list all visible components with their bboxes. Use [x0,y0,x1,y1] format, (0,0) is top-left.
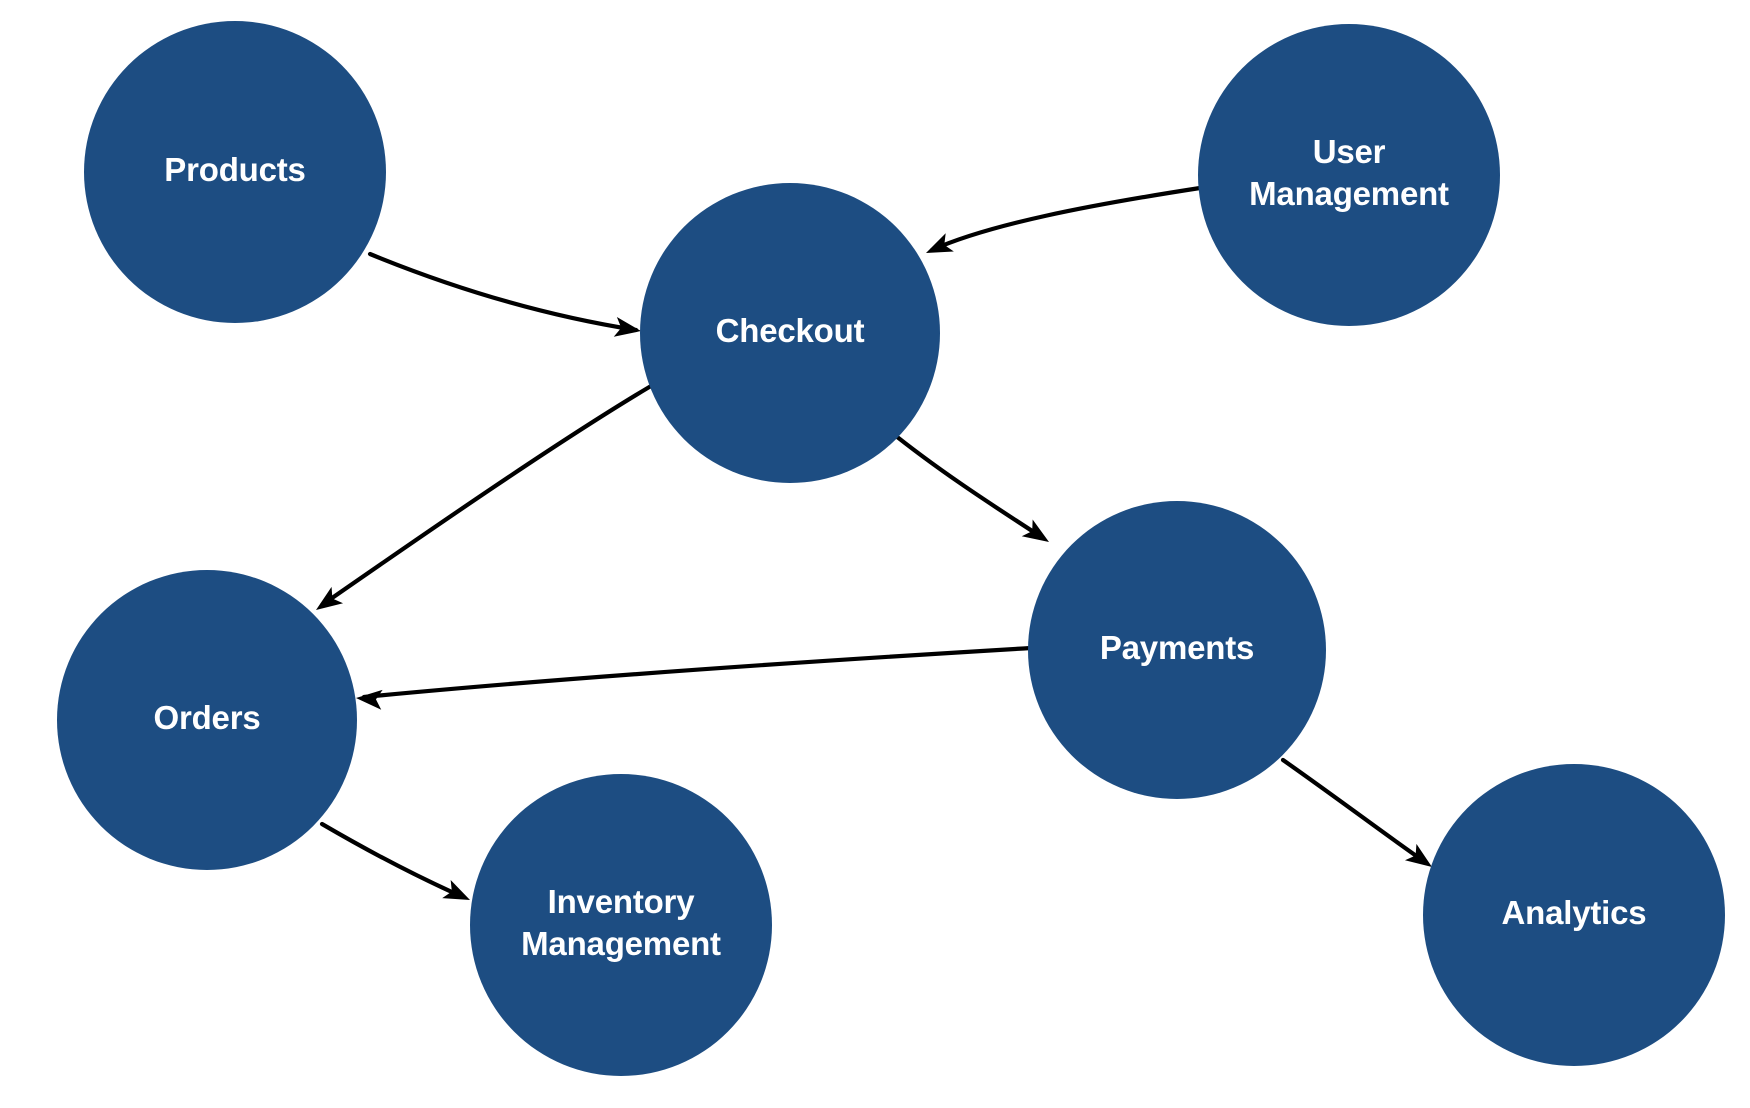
node-label-line: Orders [153,699,260,736]
edge-products-checkout[interactable] [367,251,643,341]
node-label: Checkout [716,312,865,349]
node-products[interactable]: Products [84,21,386,323]
arrow-head-icon [356,689,383,710]
arrow-head-icon [613,317,641,337]
node-checkout[interactable]: Checkout [640,183,940,483]
edge-checkout-payments[interactable] [883,425,1054,550]
node-payments[interactable]: Payments [1028,501,1326,799]
node-orders[interactable]: Orders [57,570,357,870]
node-circle[interactable] [1028,501,1326,799]
node-label: Orders [153,699,260,736]
edge-payments-orders[interactable] [355,645,1034,710]
node-circle[interactable] [57,570,357,870]
edge-line [361,645,1034,700]
arrow-head-icon [926,233,954,253]
arrow-head-icon [1404,843,1432,867]
node-label: Analytics [1502,894,1647,931]
node-label-line: Inventory [548,883,696,920]
edge-line [929,185,1203,253]
edge-line [319,383,654,608]
edge-checkout-orders[interactable] [310,383,654,618]
edge-orders-inventory[interactable] [319,821,474,909]
node-label-line: Management [521,925,721,962]
arrow-head-icon [442,879,470,900]
edge-line [319,821,466,900]
node-label-line: Payments [1100,629,1254,666]
node-circle[interactable] [470,774,772,1076]
edge-line [367,251,639,333]
edge-line [883,425,1046,541]
node-label: Products [164,151,305,188]
arrow-head-icon [1021,519,1049,542]
edges-layer [310,185,1438,909]
node-circle[interactable] [1198,24,1500,326]
arrow-head-icon [316,586,344,610]
edge-line [1280,757,1428,865]
node-label: Payments [1100,629,1254,666]
node-circle[interactable] [1423,764,1725,1066]
node-circle[interactable] [84,21,386,323]
edge-usermgmt-checkout[interactable] [922,185,1203,262]
node-label-line: Products [164,151,305,188]
node-label-line: Management [1249,175,1449,212]
node-analytics[interactable]: Analytics [1423,764,1725,1066]
node-label-line: Analytics [1502,894,1647,931]
node-label-line: Checkout [716,312,865,349]
node-label-line: User [1313,133,1386,170]
node-circle[interactable] [640,183,940,483]
edge-payments-analytics[interactable] [1280,757,1438,875]
